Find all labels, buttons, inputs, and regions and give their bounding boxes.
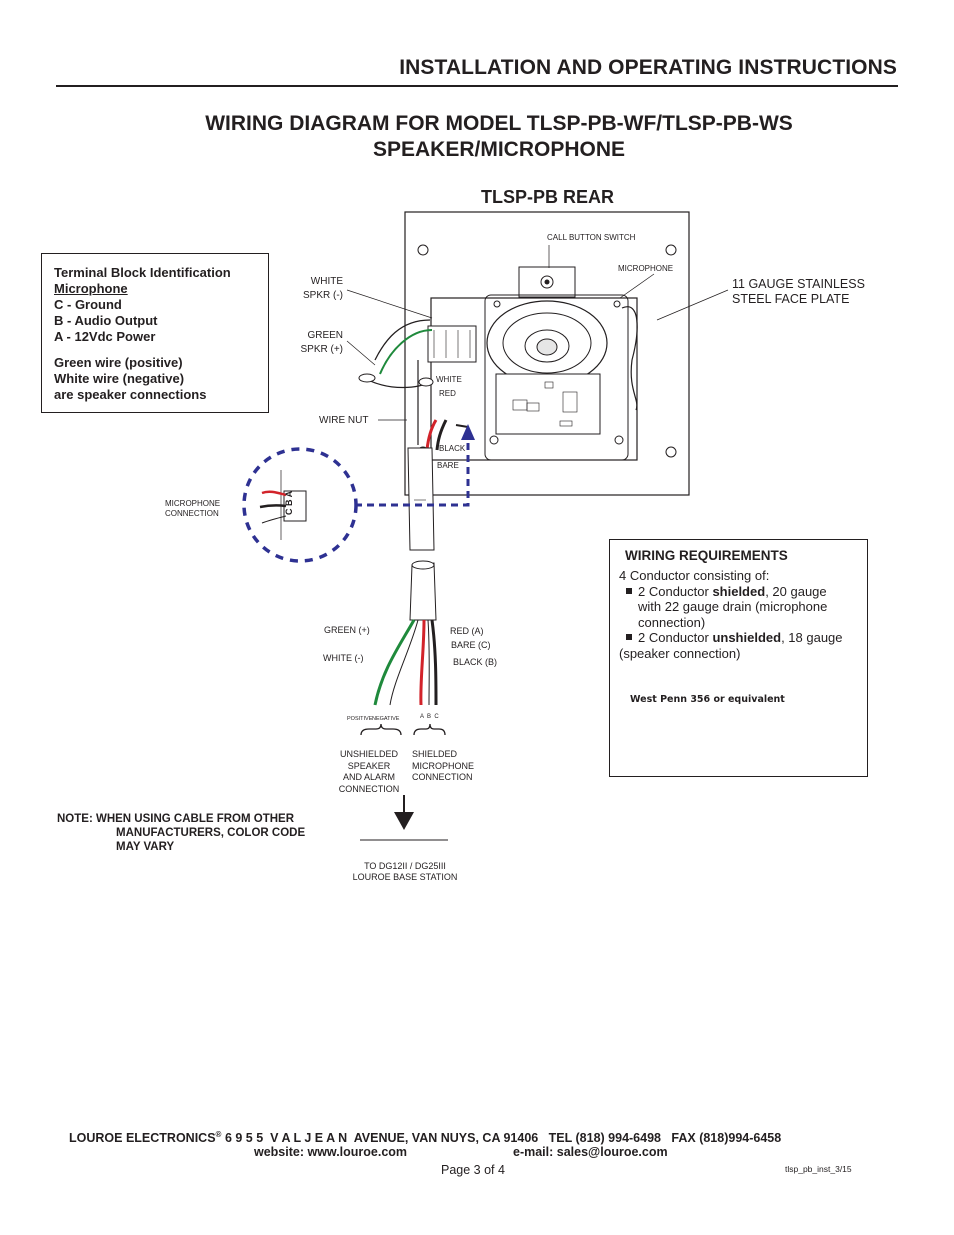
terminal-note: Green wire (positive) (54, 355, 183, 370)
terminal-heading: Terminal Block Identification (54, 265, 231, 280)
label-abc: A B C (420, 714, 439, 720)
header-rule (56, 85, 898, 87)
terminal-item: C - Ground (54, 297, 122, 312)
screw-hole (417, 244, 429, 256)
base-station-line1: TO DG12II / DG25III (364, 861, 446, 871)
item1-pre: 2 Conductor (638, 583, 713, 599)
face-plate-line1: 11 GAUGE STAINLESS (732, 277, 865, 291)
terminal-block (427, 325, 477, 363)
label-red-a: RED (A) (450, 626, 484, 636)
green-spkr-line1: GREEN (307, 330, 343, 341)
screw-hole (665, 446, 677, 458)
label-mic-connection: MICROPHONE CONNECTION (165, 499, 220, 519)
label-red-small: RED (439, 389, 456, 398)
label-positive: POSITIVE (347, 716, 373, 722)
terminal-subheading: Microphone (54, 281, 128, 296)
unshielded-line: UNSHIELDED (339, 749, 398, 759)
item1-post: , 20 gauge (765, 583, 827, 599)
shielded-line: SHIELDED (412, 749, 458, 759)
header-title: INSTALLATION AND OPERATING INSTRUCTIONS (399, 56, 897, 79)
microphone-wire (621, 306, 638, 411)
label-wire-nut: WIRE NUT (319, 415, 369, 426)
footer-address: 6 9 5 5 V A L J E A N AVENUE, VAN NUYS, … (224, 1131, 782, 1146)
label-terminal-letters: C B A (284, 490, 294, 515)
label-call-button-switch: CALL BUTTON SWITCH (547, 233, 636, 242)
label-unshielded: UNSHIELDED SPEAKER AND ALARM CONNECTION (335, 749, 403, 795)
item2-post: , 18 gauge (781, 630, 843, 645)
item2-bold: unshielded (712, 630, 782, 645)
label-microphone: MICROPHONE (618, 264, 674, 273)
unshielded-line: AND ALARM (342, 772, 395, 782)
terminal-item: B - Audio Output (54, 313, 158, 328)
face-plate-line2: STEEL FACE PLATE (732, 292, 850, 306)
footer-email: e-mail: sales@louroe.com (513, 1145, 668, 1159)
white-spkr-line2: SPKR (-) (303, 290, 343, 301)
shielded-line: CONNECTION (412, 772, 473, 782)
item1-line3: connection) (638, 614, 706, 630)
footer-doc-id: tlsp_pb_inst_3/15 (785, 1164, 852, 1174)
cable-color-note: NOTE: WHEN USING CABLE FROM OTHER MANUFA… (57, 812, 305, 854)
registered-mark: ® (215, 1130, 222, 1139)
label-negative: NEGATIVE (372, 716, 400, 722)
item2-line2: (speaker connection) (619, 645, 741, 661)
label-face-plate: 11 GAUGE STAINLESS STEEL FACE PLATE (732, 277, 865, 307)
green-wire-lower (373, 619, 416, 706)
mic-conn-line2: CONNECTION (165, 509, 219, 518)
label-green-spkr: GREEN SPKR (+) (293, 329, 343, 357)
unshielded-line: SPEAKER (347, 760, 391, 771)
wiring-intro: 4 Conductor consisting of: (619, 568, 770, 583)
diagram-title-line2: SPEAKER/MICROPHONE (372, 138, 626, 161)
terminal-block-identification-box: Terminal Block Identification Microphone… (41, 253, 269, 413)
item1-bold: shielded (712, 583, 766, 599)
label-green-plus: GREEN (+) (324, 625, 370, 635)
note-line2: MANUFACTURERS, COLOR CODE (116, 827, 306, 839)
green-wire (379, 329, 433, 375)
label-white-minus: WHITE (-) (323, 653, 364, 663)
green-spkr-line2: SPKR (+) (300, 344, 343, 355)
terminal-item: A - 12Vdc Power (54, 329, 156, 344)
note-line1: NOTE: WHEN USING CABLE FROM OTHER (57, 813, 295, 825)
footer-page: Page 3 of 4 (441, 1163, 505, 1177)
wiring-item-unshielded: 2 Conductor unshielded, 18 gauge (619, 630, 863, 646)
label-base-station: TO DG12II / DG25III LOUROE BASE STATION (345, 861, 465, 883)
rear-view-title: TLSP-PB REAR (481, 187, 615, 207)
wiring-item-shielded: 2 Conductor shielded, 20 gauge with 22 g… (619, 584, 863, 631)
label-bare-c: BARE (C) (451, 640, 491, 650)
circuit-board (495, 373, 601, 435)
bullet-square-icon (626, 587, 632, 594)
item2-pre: 2 Conductor (638, 630, 713, 645)
label-shielded: SHIELDED MICROPHONE CONNECTION (412, 749, 474, 784)
footer-address-line: LOUROE ELECTRONICS® 6 9 5 5 V A L J E A … (69, 1130, 781, 1145)
label-black-b: BLACK (B) (453, 657, 498, 667)
bullet-square-icon (626, 634, 632, 640)
note-line3: MAY VARY (116, 841, 175, 853)
diagram-title-line1: WIRING DIAGRAM FOR MODEL TLSP-PB-WF/TLSP… (205, 112, 793, 135)
wiring-requirements-heading: WIRING REQUIREMENTS (625, 548, 788, 563)
call-button-switch (518, 266, 576, 298)
label-black-small: BLACK (439, 444, 466, 453)
white-spkr-line1: WHITE (310, 276, 343, 287)
unshielded-line: CONNECTION (338, 783, 400, 794)
screw-hole (665, 244, 677, 256)
terminal-note: are speaker connections (54, 387, 207, 402)
footer-website: website: www.louroe.com (254, 1145, 408, 1159)
mic-conn-line1: MICROPHONE (165, 499, 221, 508)
label-white-spkr: WHITE SPKR (-) (303, 275, 343, 303)
wiring-requirements-box: WIRING REQUIREMENTS 4 Conductor consisti… (609, 539, 868, 777)
terminal-note: White wire (negative) (54, 371, 185, 386)
base-station-line2: LOUROE BASE STATION (352, 872, 458, 882)
label-white-small: WHITE (436, 375, 462, 384)
item1-line2: with 22 gauge drain (microphone (638, 599, 828, 614)
wire-nut (358, 373, 376, 383)
label-bare-small: BARE (437, 461, 459, 470)
face-plate (404, 211, 690, 496)
footer-company: LOUROE ELECTRONICS (69, 1131, 216, 1146)
cable-label: West Penn 356 or equivalent (630, 694, 785, 705)
shielded-line: MICROPHONE (412, 760, 475, 771)
